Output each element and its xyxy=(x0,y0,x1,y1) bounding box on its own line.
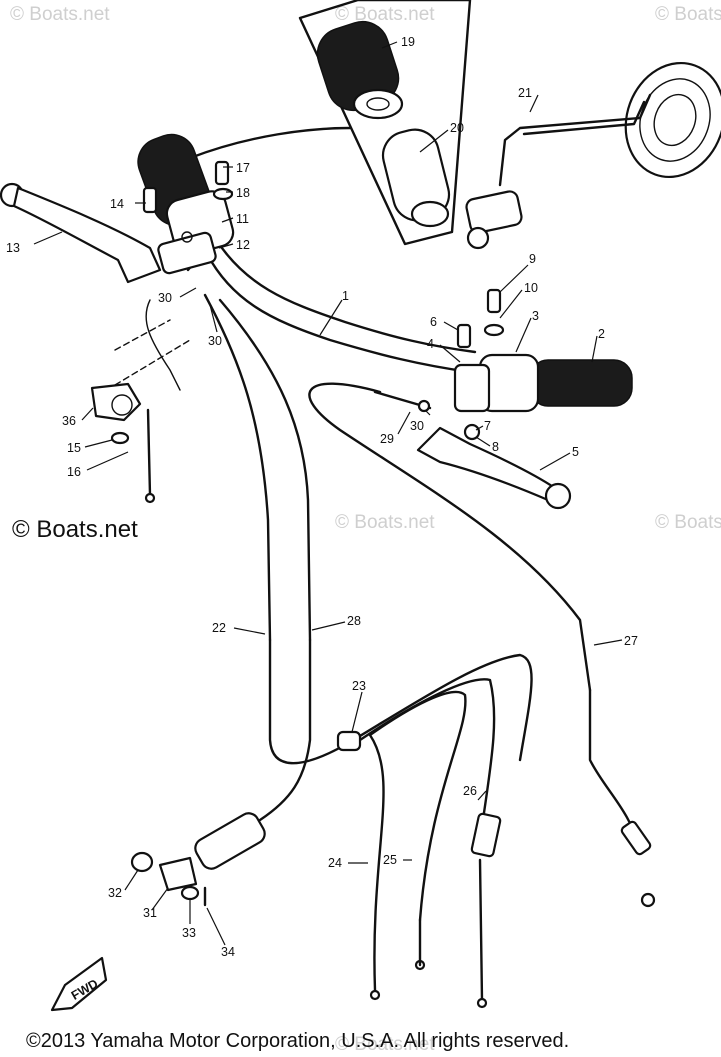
callout-30-right: 30 xyxy=(410,419,424,433)
watermark-mid-center: © Boats.net xyxy=(335,512,435,533)
grip-inset-panel xyxy=(188,0,472,246)
callout-24: 24 xyxy=(328,856,342,870)
callout-32: 31 xyxy=(143,906,157,920)
callout-6: 6 xyxy=(430,315,437,329)
callout-36: 36 xyxy=(62,414,76,428)
callout-8: 8 xyxy=(492,440,499,454)
watermarks: © Boats.net © Boats.net © Boats.net © Bo… xyxy=(10,4,721,1055)
clutch-lever xyxy=(0,182,162,284)
watermark-main: © Boats.net xyxy=(12,516,138,543)
watermark-top-center: © Boats.net xyxy=(335,4,435,25)
callout-27: 27 xyxy=(624,634,638,648)
callout-5: 5 xyxy=(572,445,579,459)
right-grip-assembly xyxy=(373,288,633,510)
callout-12: 12 xyxy=(236,238,250,252)
callout-20: 20 xyxy=(450,121,464,135)
callout-19: 19 xyxy=(401,35,415,49)
callout-2: 2 xyxy=(598,327,605,341)
callout-33: 32 xyxy=(108,886,122,900)
callout-3: 3 xyxy=(532,309,539,323)
callout-30-left: 30 xyxy=(158,291,172,305)
watermark-top-right: © Boats.net xyxy=(655,4,721,25)
mirror-assembly xyxy=(465,61,721,250)
callout-13: 13 xyxy=(6,241,20,255)
callout-14: 14 xyxy=(110,197,124,211)
callout-18: 18 xyxy=(236,186,250,200)
callout-7: 7 xyxy=(484,419,491,433)
watermark-bottom-center: © Boats.net xyxy=(335,1034,435,1055)
callout-17: 17 xyxy=(236,161,250,175)
callout-25: 25 xyxy=(383,853,397,867)
callout-labels: 19 20 21 17 18 14 11 12 13 30 30 1 2 3 4… xyxy=(6,35,638,959)
throttle-assembly xyxy=(90,299,191,504)
callout-11: 11 xyxy=(236,212,249,226)
cables xyxy=(130,293,656,1009)
callout-22: 22 xyxy=(212,621,226,635)
callout-23: 23 xyxy=(352,679,366,693)
callout-28: 28 xyxy=(347,614,361,628)
leader-lines xyxy=(33,41,623,946)
callout-9: 9 xyxy=(529,252,536,266)
callout-26: 26 xyxy=(463,784,477,798)
watermark-mid-right: © Boats.net xyxy=(655,512,721,533)
callout-34: 33 xyxy=(182,926,196,940)
callout-21: 21 xyxy=(518,86,532,100)
callout-10: 10 xyxy=(524,281,538,295)
callout-31: 30 xyxy=(208,334,222,348)
callout-15: 15 xyxy=(67,441,81,455)
callout-35: 34 xyxy=(221,945,235,959)
callout-4: 4 xyxy=(427,337,434,351)
copyright-notice: ©2013 Yamaha Motor Corporation, U.S.A. A… xyxy=(26,1030,570,1052)
callout-16: 16 xyxy=(67,465,81,479)
callout-1: 1 xyxy=(342,289,349,303)
fwd-badge: FWD xyxy=(50,956,108,1012)
callout-29: 29 xyxy=(380,432,394,446)
watermark-top-left: © Boats.net xyxy=(10,4,110,25)
